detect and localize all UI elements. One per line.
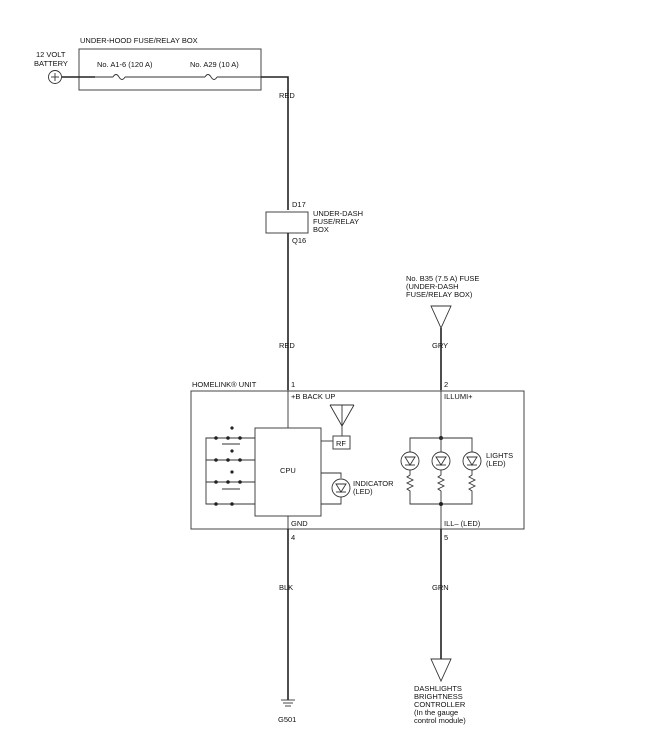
underdash-pin-q16: Q16 [292, 236, 306, 245]
homelink-pin1: 1 [291, 380, 295, 389]
battery-label-line2: BATTERY [34, 59, 68, 68]
fuse-icon [112, 74, 126, 80]
underhood-box-title: UNDER-HOOD FUSE/RELAY BOX [80, 36, 198, 45]
dashlights-line3: CONTROLLER [414, 700, 466, 709]
underdash-pin-d17: D17 [292, 200, 306, 209]
dashlights-line2: BRIGHTNESS [414, 692, 463, 701]
fuse-icon [204, 74, 218, 80]
fuse-b35-line3: FUSE/RELAY BOX) [406, 290, 473, 299]
homelink-pin4-label: GND [291, 519, 308, 528]
battery-label-line1: 12 VOLT [36, 50, 66, 59]
fuse-a29-label: No. A29 (10 A) [190, 60, 239, 69]
led-icon [462, 451, 482, 471]
homelink-unit [190, 390, 525, 530]
rf-module [332, 435, 351, 450]
connector-arrow-icon [430, 658, 452, 683]
fuse-b35-line2: (UNDER-DASH [406, 282, 459, 291]
homelink-pin1-label: +B BACK UP [291, 392, 335, 401]
underdash-label-line2: FUSE/RELAY [313, 217, 359, 226]
lights-label-line1: LIGHTS [486, 451, 513, 460]
homelink-pin2: 2 [444, 380, 448, 389]
homelink-title: HOMELINK® UNIT [192, 380, 257, 389]
dashlights-line4: (In the gauge [414, 708, 458, 717]
wire-color-grn: GRN [432, 583, 449, 592]
fuse-b35-line1: No. B35 (7.5 A) FUSE [406, 274, 479, 283]
indicator-label-line2: (LED) [353, 487, 373, 496]
battery-icon [48, 70, 62, 84]
underdash-label-line1: UNDER-DASH [313, 209, 363, 218]
homelink-pin2-label: ILLUMI+ [444, 392, 473, 401]
led-icon [400, 451, 420, 471]
led-icon [431, 451, 451, 471]
wire-color-red-mid: RED [279, 341, 295, 350]
red-wire-top [261, 76, 289, 210]
lights-label-line2: (LED) [486, 459, 506, 468]
underdash-label-line3: BOX [313, 225, 329, 234]
wire-color-red-top: RED [279, 91, 295, 100]
switch-icon [205, 426, 255, 506]
connector-arrow-icon [430, 305, 452, 330]
underdash-fuse-relay-box [265, 211, 309, 234]
ground-label: G501 [278, 715, 296, 724]
homelink-pin5: 5 [444, 533, 448, 542]
homelink-pin5-label: ILL– (LED) [444, 519, 481, 528]
wire-color-blk: BLK [279, 583, 293, 592]
rf-label: RF [336, 439, 346, 448]
dashlights-line5: control module) [414, 716, 466, 725]
ground-icon [281, 699, 295, 707]
indicator-label-line1: INDICATOR [353, 479, 394, 488]
resistor-icon [405, 470, 477, 497]
homelink-pin4: 4 [291, 533, 295, 542]
antenna-icon [329, 404, 355, 436]
underhood-fuse-relay-box [78, 48, 262, 91]
cpu-label: CPU [280, 466, 296, 475]
fuse-a1-6-label: No. A1-6 (120 A) [97, 60, 153, 69]
led-icon [331, 478, 351, 498]
dashlights-line1: DASHLIGHTS [414, 684, 462, 693]
wire-color-gry: GRY [432, 341, 448, 350]
